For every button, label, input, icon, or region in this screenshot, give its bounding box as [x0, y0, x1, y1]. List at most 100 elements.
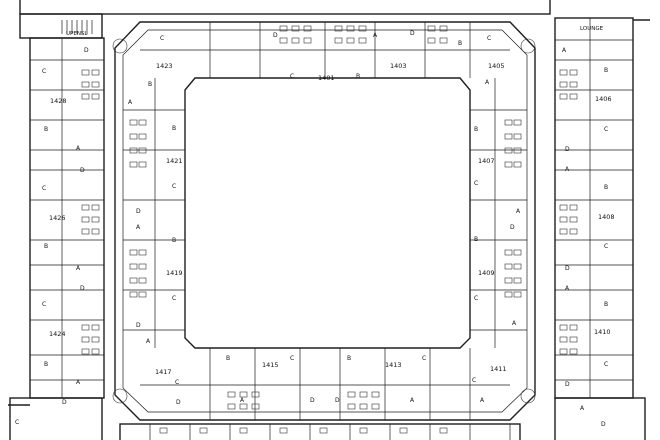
stair-wall	[19, 13, 103, 39]
bedroom-label: D	[565, 265, 570, 272]
fixture	[91, 81, 100, 88]
fixture	[359, 403, 368, 410]
unit-label-1403: 1403	[390, 62, 407, 70]
bedroom-label: B	[44, 243, 48, 250]
fixture	[504, 277, 513, 284]
fixture	[81, 324, 90, 331]
fixture	[129, 277, 138, 284]
bedroom-label: A	[128, 99, 133, 106]
fixture	[159, 427, 168, 434]
unit-label-1428: 1428	[50, 97, 67, 105]
bedroom-label: A	[76, 145, 81, 152]
bedroom-label: B	[604, 67, 608, 74]
unit-label-1401: 1401	[318, 74, 335, 82]
bedroom-label: C	[42, 185, 46, 192]
bedroom-label: B	[458, 40, 462, 47]
fixture	[399, 427, 408, 434]
bedroom-label: A	[580, 405, 585, 412]
fixture	[129, 291, 138, 298]
west-wing-wall	[29, 37, 105, 399]
bedroom-label: C	[172, 295, 176, 302]
fixture	[347, 391, 356, 398]
fixture	[91, 69, 100, 76]
fixture	[569, 216, 578, 223]
fixture	[569, 81, 578, 88]
bedroom-label: C	[487, 35, 491, 42]
fixture	[81, 204, 90, 211]
bedroom-label: C	[474, 180, 478, 187]
fixture	[513, 161, 522, 168]
fixture	[138, 161, 147, 168]
fixture	[359, 391, 368, 398]
bedroom-label: B	[474, 126, 478, 133]
fixture	[279, 25, 288, 32]
bedroom-label: D	[80, 167, 85, 174]
unit-label-1419: 1419	[166, 269, 183, 277]
fixture	[559, 216, 568, 223]
fixture	[569, 69, 578, 76]
unit-label-1409: 1409	[478, 269, 495, 277]
fixture	[129, 133, 138, 140]
fixture	[569, 336, 578, 343]
bedroom-label: D	[176, 399, 181, 406]
bedroom-label: D	[565, 381, 570, 388]
bedroom-label: C	[422, 355, 426, 362]
fixture	[569, 228, 578, 235]
bedroom-label: D	[335, 397, 340, 404]
bedroom-label: B	[226, 355, 230, 362]
bedroom-label: C	[42, 301, 46, 308]
fixture	[504, 263, 513, 270]
fixture	[504, 291, 513, 298]
fixture	[251, 403, 260, 410]
room-fixtures	[81, 25, 578, 434]
bedroom-label: A	[516, 208, 521, 215]
bedroom-label: B	[44, 361, 48, 368]
fixture	[91, 336, 100, 343]
bedroom-labels: D A C B D B C A C B A D C B A D C B A D …	[15, 30, 608, 428]
fixture	[559, 204, 568, 211]
unit-label-1410: 1410	[594, 328, 611, 336]
unit-label-1423: 1423	[156, 62, 173, 70]
bedroom-label: B	[148, 81, 152, 88]
fixture	[81, 93, 90, 100]
bedroom-label: A	[76, 379, 81, 386]
door-swing	[520, 388, 536, 404]
fixture	[279, 427, 288, 434]
fixture	[439, 427, 448, 434]
bedroom-label: B	[44, 126, 48, 133]
building-walls	[8, 0, 650, 440]
bedroom-label: D	[601, 421, 606, 428]
bedroom-label: C	[474, 295, 478, 302]
bedroom-label: A	[136, 224, 141, 231]
fixture	[239, 427, 248, 434]
fixture	[319, 427, 328, 434]
room-labels: LOUNGE UPENSL	[66, 26, 604, 37]
fixture	[138, 133, 147, 140]
bedroom-label: C	[604, 243, 608, 250]
fixture	[569, 348, 578, 355]
fixture	[358, 37, 367, 44]
fixture	[303, 37, 312, 44]
bedroom-label: C	[604, 361, 608, 368]
fixture	[138, 147, 147, 154]
fixture	[334, 37, 343, 44]
fixture	[91, 348, 100, 355]
fixture	[91, 216, 100, 223]
fixture	[346, 37, 355, 44]
bedroom-label: D	[136, 208, 141, 215]
bedroom-label: D	[136, 322, 141, 329]
fixture	[334, 25, 343, 32]
door-swing	[520, 38, 536, 54]
fixture	[513, 147, 522, 154]
fixture	[559, 69, 568, 76]
fixture	[559, 81, 568, 88]
bedroom-label: B	[172, 237, 176, 244]
bedroom-label: C	[172, 183, 176, 190]
fixture	[81, 336, 90, 343]
unit-label-1424: 1424	[49, 330, 66, 338]
bedroom-label: A	[480, 397, 485, 404]
unit-label-1408: 1408	[598, 213, 615, 221]
bedroom-label: D	[62, 399, 67, 406]
fixture	[279, 37, 288, 44]
